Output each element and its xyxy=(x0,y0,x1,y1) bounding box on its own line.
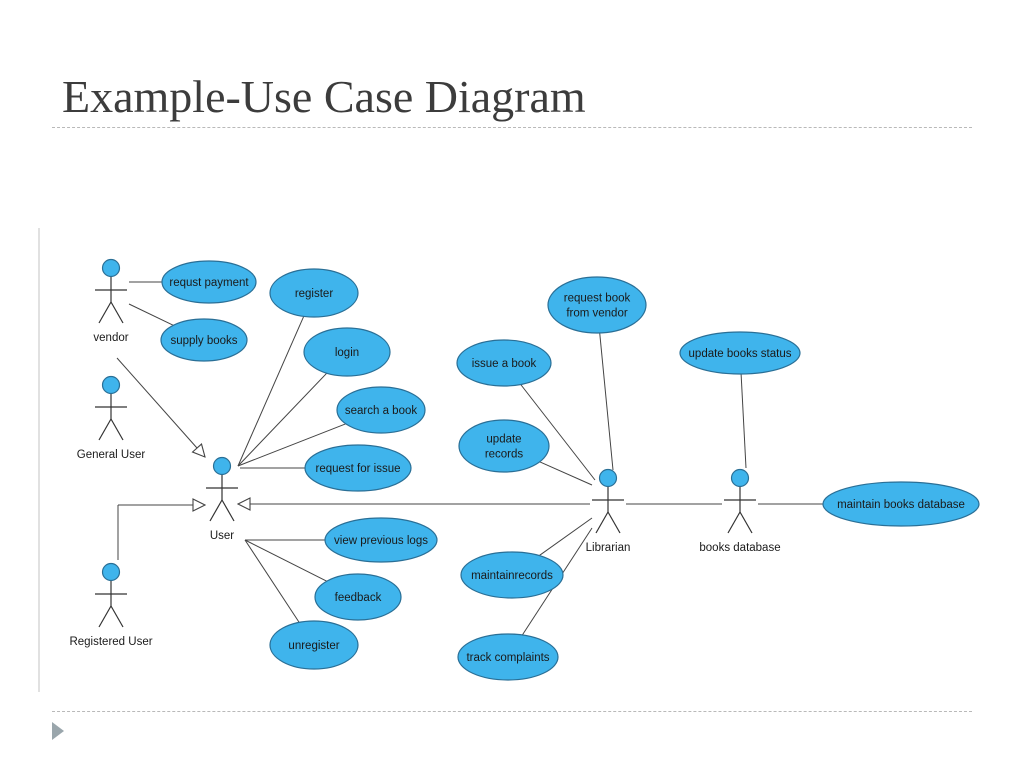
use-case-issue-a-book: issue a book xyxy=(456,339,552,387)
use-case-label: request for issue xyxy=(315,463,400,475)
use-case-label: issue a book xyxy=(472,358,537,370)
use-case-label: requst payment xyxy=(169,277,249,289)
use-case-label: records xyxy=(485,449,524,461)
footer-divider xyxy=(52,711,972,712)
use-case-label: from vendor xyxy=(566,308,628,320)
association-librarian-issue-a-book xyxy=(520,384,596,481)
association-user-unregister xyxy=(244,539,300,623)
association-user-feedback xyxy=(244,539,327,582)
actor-label: General User xyxy=(77,449,146,461)
actor-label: books database xyxy=(699,542,780,554)
use-case-unregister: unregister xyxy=(269,620,359,670)
use-case-label: request book xyxy=(564,293,631,305)
slide-title: Example-Use Case Diagram xyxy=(62,71,586,122)
actor-librarian: Librarian xyxy=(586,468,631,554)
association-user-login xyxy=(237,372,328,467)
image-left-edge xyxy=(38,228,40,692)
association-user-search-a-book xyxy=(237,423,346,467)
actor-vendor: vendor xyxy=(93,258,129,344)
use-case-label: register xyxy=(295,288,334,300)
use-case-label: update xyxy=(486,434,521,446)
use-case-login: login xyxy=(303,327,391,377)
use-case-maintainrecords: maintainrecords xyxy=(460,551,564,599)
actor-registered-user: Registered User xyxy=(69,562,153,648)
actor-user: User xyxy=(206,456,238,542)
use-case-maintain-books-database: maintain books database xyxy=(822,481,980,527)
use-case-register: register xyxy=(269,268,359,318)
association-books-database-update-books-status xyxy=(740,373,747,469)
use-case-label: update books status xyxy=(689,348,792,360)
actor-label: Registered User xyxy=(69,636,152,648)
use-case-label: track complaints xyxy=(466,652,549,664)
use-case-track-complaints: track complaints xyxy=(457,633,559,681)
use-case-supply-books: supply books xyxy=(160,318,248,362)
use-case-update-records: update records xyxy=(458,419,550,473)
association-librarian-maintainrecords xyxy=(538,517,593,556)
use-case-label: supply books xyxy=(170,335,237,347)
use-case-label: search a book xyxy=(345,405,417,417)
use-case-request-for-issue: request for issue xyxy=(304,444,412,492)
use-case-update-books-status: update books status xyxy=(679,331,801,375)
use-case-request-book-from-vendor: request book from vendor xyxy=(547,276,647,334)
use-case-view-previous-logs: view previous logs xyxy=(324,517,438,563)
use-case-requst-payment: requst payment xyxy=(161,260,257,304)
actor-label: Librarian xyxy=(586,542,631,554)
actor-general-user: General User xyxy=(77,375,146,461)
use-case-feedback: feedback xyxy=(314,573,402,621)
association-librarian-request-book-from-vendor xyxy=(599,332,614,471)
use-case-search-a-book: search a book xyxy=(336,386,426,434)
use-case-label: view previous logs xyxy=(334,535,428,547)
actor-books-database: books database xyxy=(699,468,781,554)
use-case-label: maintain books database xyxy=(837,499,965,511)
association-user-register xyxy=(237,316,305,467)
actor-label: User xyxy=(210,530,234,542)
generalization-vendor-to-user xyxy=(116,357,205,457)
association-librarian-update-records xyxy=(539,461,593,486)
use-case-label: login xyxy=(335,347,359,359)
slide-bullet-icon xyxy=(52,722,64,740)
title-divider xyxy=(52,127,972,128)
use-case-label: feedback xyxy=(335,592,382,604)
actor-label: vendor xyxy=(93,332,128,344)
use-case-label: unregister xyxy=(288,640,339,652)
association-vendor-supply-books xyxy=(128,303,174,326)
use-case-label: maintainrecords xyxy=(471,570,553,582)
